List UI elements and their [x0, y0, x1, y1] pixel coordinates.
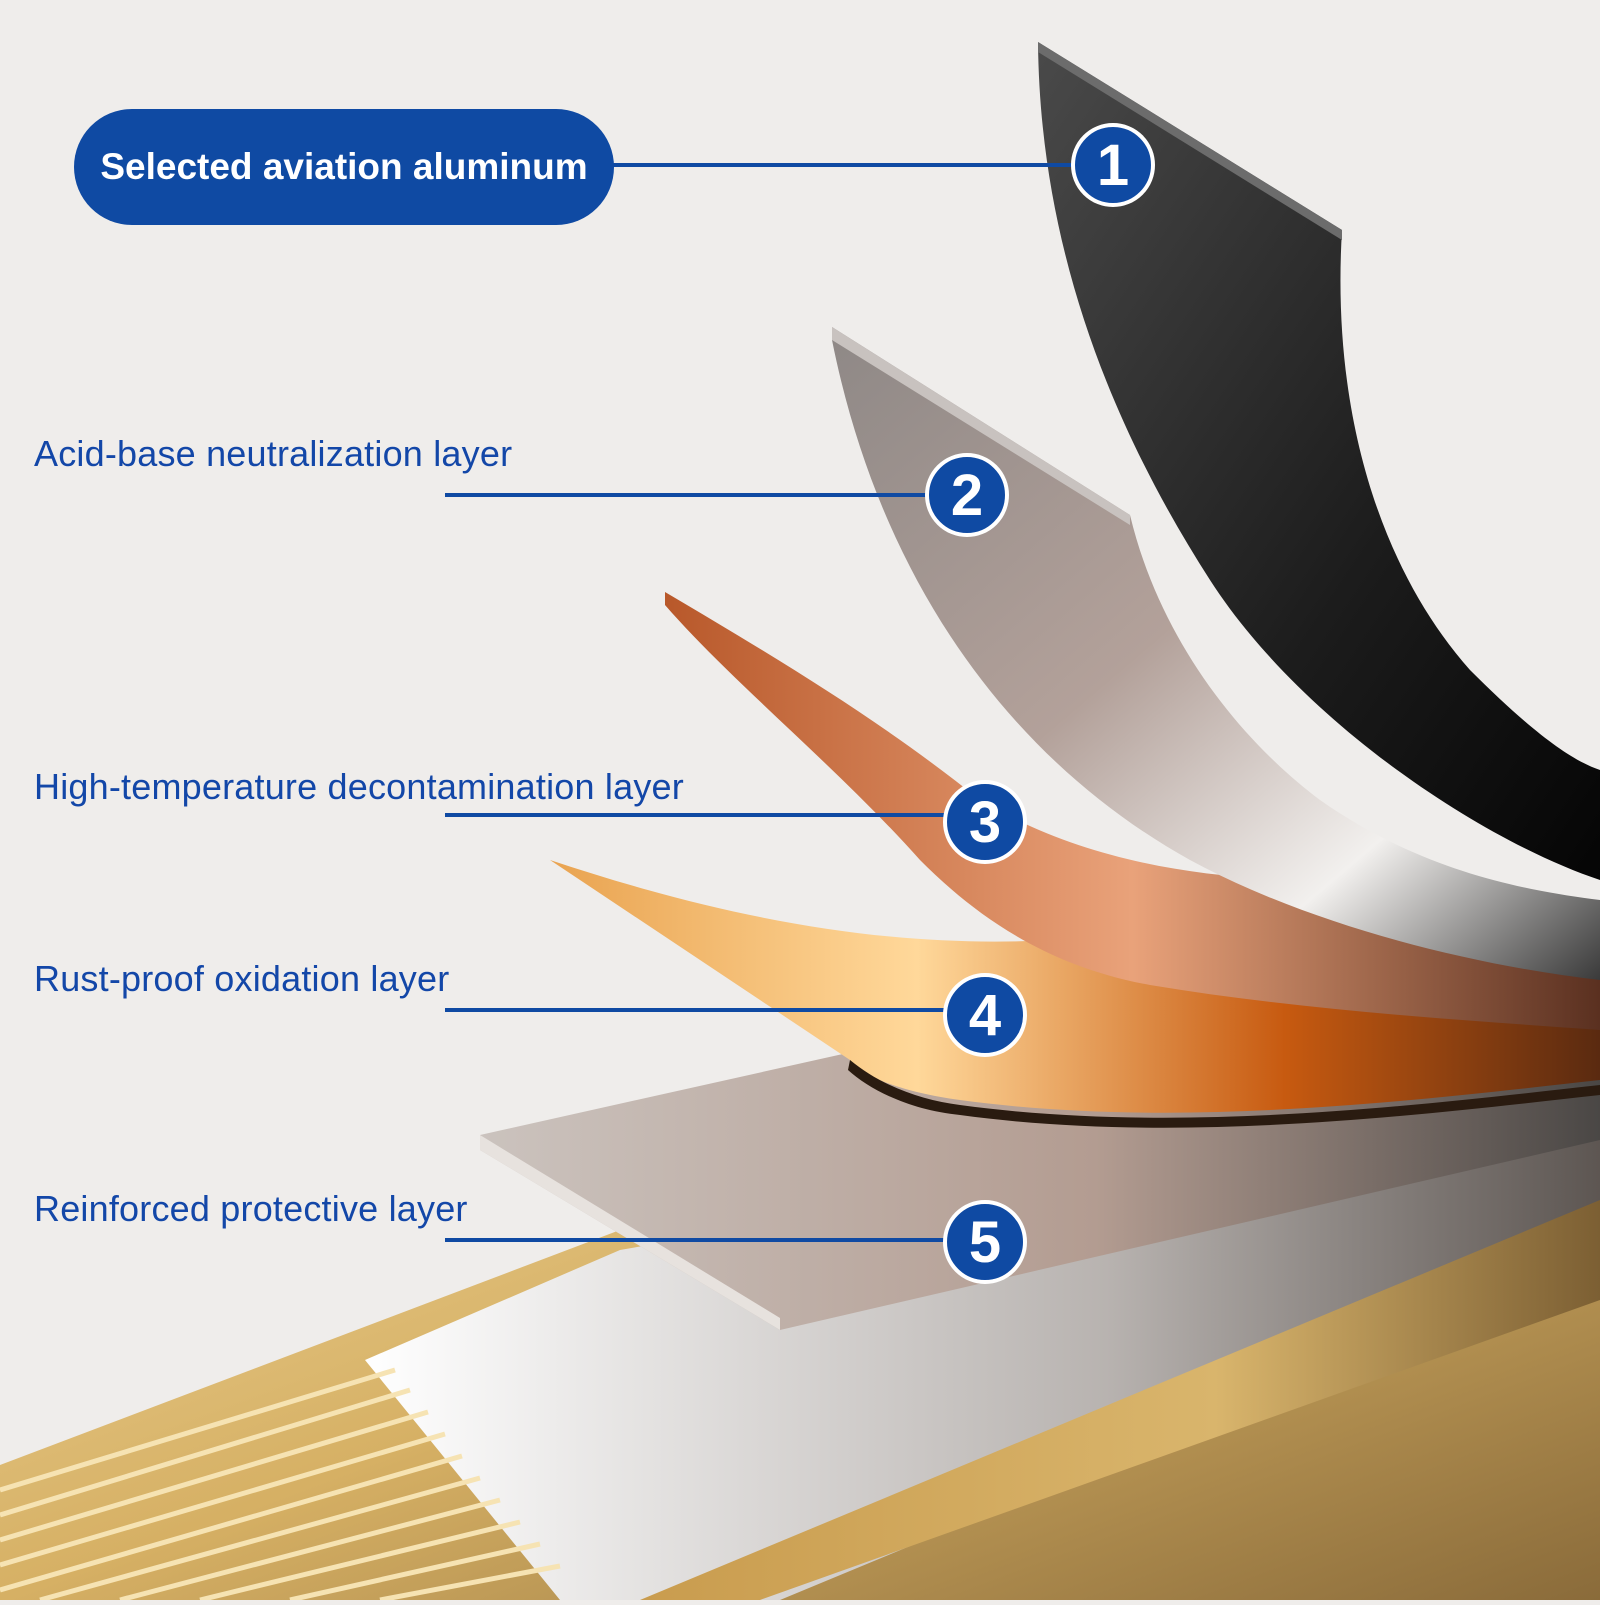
callout-4-label: Rust-proof oxidation layer: [34, 958, 450, 999]
callout-1-label: Selected aviation aluminum: [100, 146, 588, 187]
leader-lines: [445, 163, 1072, 1242]
badge-2: 2: [925, 453, 1009, 537]
badge-3: 3: [943, 780, 1027, 864]
callout-2-label: Acid-base neutralization layer: [34, 433, 513, 474]
badge-4-number: 4: [969, 983, 1001, 1048]
badge-1-number: 1: [1097, 133, 1129, 198]
badge-5-number: 5: [969, 1210, 1001, 1275]
badge-3-number: 3: [969, 790, 1001, 855]
callout-3-label: High-temperature decontamination layer: [34, 766, 684, 807]
layer-2-sheet: [832, 327, 1600, 980]
profile-rim: [640, 1200, 1600, 1600]
profile-ribs: [0, 1367, 561, 1603]
badge-2-number: 2: [951, 463, 983, 528]
callout-5-label: Reinforced protective layer: [34, 1188, 468, 1229]
badge-1: 1: [1071, 123, 1155, 207]
badge-4: 4: [943, 973, 1027, 1057]
callout-1-pill: Selected aviation aluminum: [74, 109, 614, 225]
badge-5: 5: [943, 1200, 1027, 1284]
layer-1-sheet: [1038, 42, 1600, 880]
layer-4-sheet: [550, 860, 1600, 1113]
